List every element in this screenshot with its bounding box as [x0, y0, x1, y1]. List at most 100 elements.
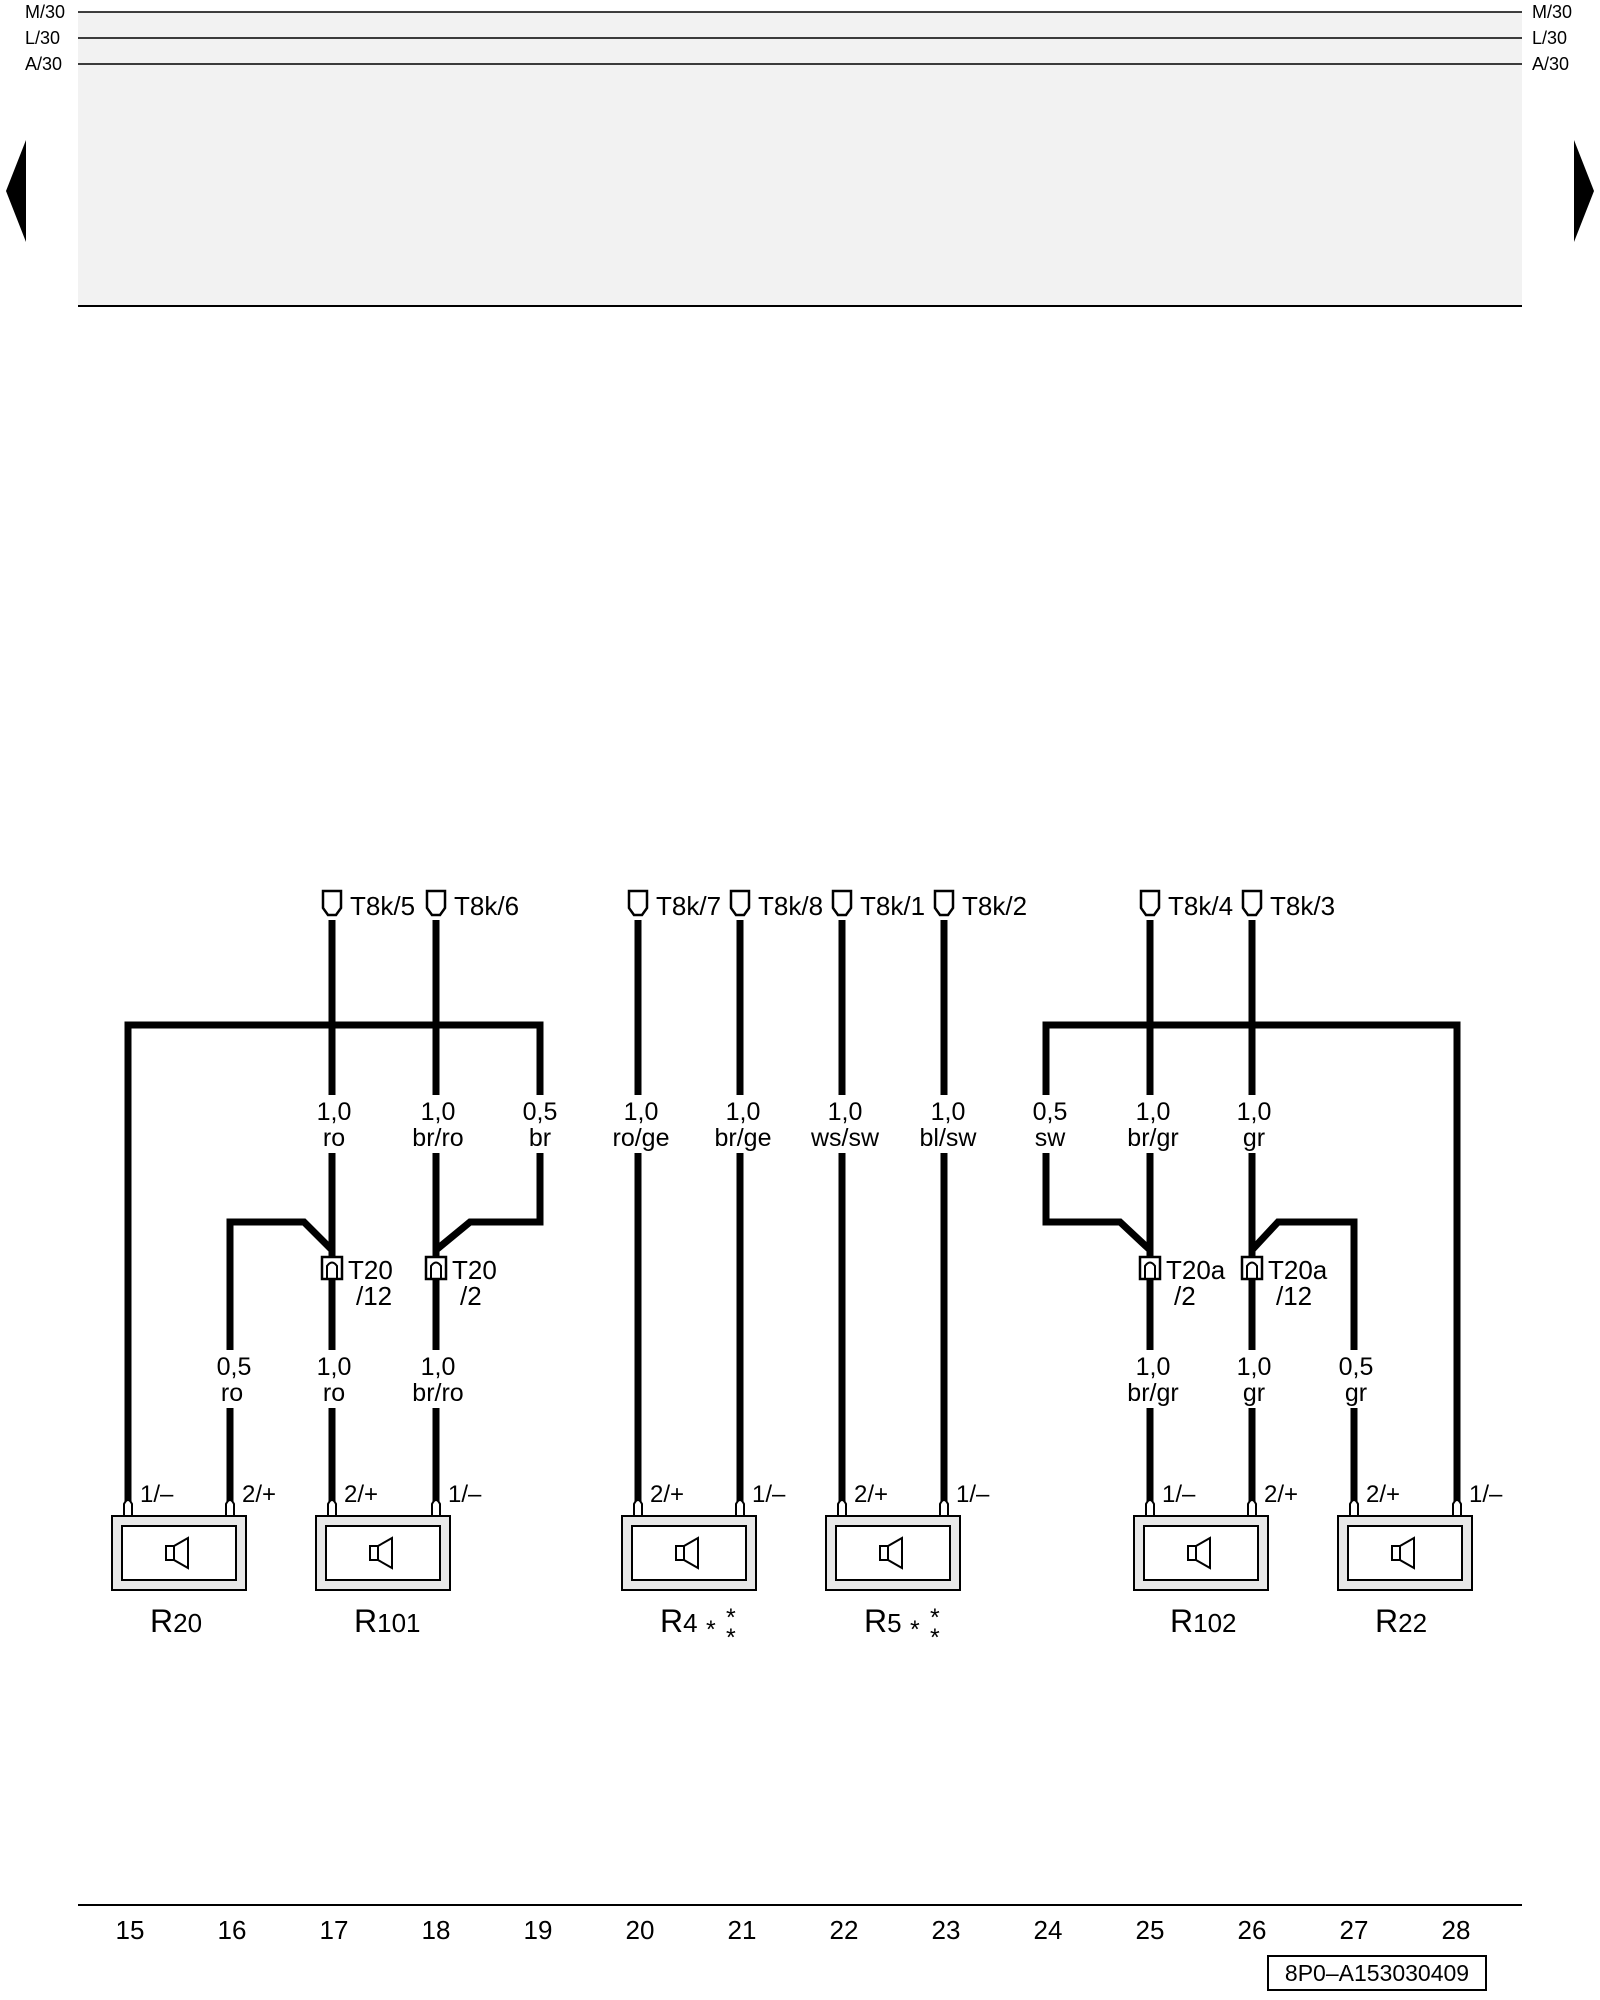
svg-text:*: * — [930, 1604, 940, 1632]
wire-label: 1,0br/gr — [1127, 1098, 1178, 1152]
connector-t20a-2: T20a /2 — [1138, 1255, 1226, 1311]
pin-terminal-icon — [939, 1499, 949, 1516]
pin-label: 1/– — [140, 1481, 174, 1508]
svg-text:bl/sw: bl/sw — [920, 1124, 978, 1152]
svg-text:gr: gr — [1345, 1379, 1367, 1407]
svg-text:*: * — [930, 1624, 940, 1652]
connector-t8k3: T8k/3 — [1241, 889, 1335, 921]
wire-label: 0,5sw — [1033, 1098, 1068, 1152]
svg-text:ro/ge: ro/ge — [613, 1124, 670, 1152]
connector-socket-icon — [933, 889, 955, 917]
component-label-r22: R22 — [1375, 1603, 1427, 1639]
pin-label: 2/+ — [1264, 1481, 1298, 1508]
column-number: 27 — [1340, 1915, 1369, 1945]
double-star-footnote: * * * — [910, 1604, 940, 1652]
pin-label: 2/+ — [854, 1481, 888, 1508]
label-backgrounds — [208, 1095, 1380, 1408]
svg-text:1,0: 1,0 — [317, 1098, 352, 1126]
svg-text:br/ro: br/ro — [412, 1124, 463, 1152]
pin-label: 2/+ — [344, 1481, 378, 1508]
bus-label-m30-right: M/30 — [1532, 2, 1572, 22]
svg-text:0,5: 0,5 — [1033, 1098, 1068, 1126]
column-number: 26 — [1238, 1915, 1267, 1945]
diagram-code: 8P0–A153030409 — [1285, 1960, 1469, 1986]
components — [111, 1515, 1473, 1591]
svg-text:br/gr: br/gr — [1127, 1124, 1178, 1152]
connector-sublabel: /12 — [1276, 1281, 1312, 1311]
upper-wire-labels: 1,0ro 1,0br/ro 0,5br 1,0ro/ge 1,0br/ge 1… — [317, 1098, 1272, 1152]
svg-text:0,5: 0,5 — [1339, 1353, 1374, 1381]
svg-text:1,0: 1,0 — [1237, 1098, 1272, 1126]
svg-text:br: br — [529, 1124, 551, 1152]
column-number: 18 — [422, 1915, 451, 1945]
speaker-r20 — [111, 1515, 247, 1591]
connector-label: T8k/8 — [758, 891, 823, 921]
pin-terminal-icon — [1247, 1499, 1257, 1516]
connector-t8k7: T8k/7 — [627, 889, 721, 921]
speaker-icon — [675, 1536, 699, 1570]
connector-socket-icon — [627, 889, 649, 917]
wire-label: 1,0ro — [317, 1098, 352, 1152]
speaker-icon — [1391, 1536, 1415, 1570]
svg-text:1,0: 1,0 — [1136, 1353, 1171, 1381]
connector-t8k8: T8k/8 — [729, 889, 823, 921]
connector-label: T20a — [1268, 1255, 1328, 1285]
mid-connectors: T20 /12 T20 /2 T20a /2 T20a /12 — [320, 1255, 1328, 1311]
component-label-r5: R5 — [864, 1603, 902, 1639]
wire-label: 1,0ro — [317, 1353, 352, 1407]
svg-text:1,0: 1,0 — [726, 1098, 761, 1126]
pin-terminal-icon — [123, 1499, 133, 1516]
svg-text:br/ro: br/ro — [412, 1379, 463, 1407]
pin-label: 2/+ — [242, 1481, 276, 1508]
speaker-r102 — [1133, 1515, 1269, 1591]
svg-text:1,0: 1,0 — [421, 1353, 456, 1381]
svg-text:ro: ro — [323, 1124, 345, 1152]
svg-text:1,0: 1,0 — [931, 1098, 966, 1126]
wire-label: 1,0gr — [1237, 1098, 1272, 1152]
pin-label: 1/– — [448, 1481, 482, 1508]
wire-label: 0,5br — [523, 1098, 558, 1152]
connector-label: T8k/3 — [1270, 891, 1335, 921]
connector-socket-icon — [729, 889, 751, 917]
svg-text:sw: sw — [1035, 1124, 1067, 1152]
next-page-arrow-icon[interactable] — [1574, 140, 1594, 242]
bus-area: M/30 L/30 A/30 M/30 L/30 A/30 — [6, 2, 1594, 307]
connector-label: T8k/6 — [454, 891, 519, 921]
pin-terminal-icon — [431, 1499, 441, 1516]
connector-sublabel: /2 — [460, 1281, 482, 1311]
column-number: 16 — [218, 1915, 247, 1945]
svg-text:1,0: 1,0 — [1237, 1353, 1272, 1381]
wires — [124, 920, 1461, 1502]
connector-socket-icon — [831, 889, 853, 917]
connector-label: T8k/1 — [860, 891, 925, 921]
connector-label: T8k/4 — [1168, 891, 1233, 921]
pin-labels: 1/– 2/+ 2/+ 1/– 2/+ 1/– 2/+ 1/– 1/– 2/+ … — [140, 1481, 1503, 1508]
column-number: 17 — [320, 1915, 349, 1945]
column-number: 21 — [728, 1915, 757, 1945]
connector-plug-icon — [1138, 1255, 1162, 1281]
connector-socket-icon — [1241, 889, 1263, 917]
connector-t8k2: T8k/2 — [933, 889, 1027, 921]
component-label-r102: R102 — [1170, 1603, 1237, 1639]
top-connectors: T8k/5 T8k/6 T8k/7 T8k/8 T8k/1 T8k/2 T8k/… — [321, 889, 1335, 921]
svg-text:*: * — [726, 1604, 736, 1632]
speaker-icon — [369, 1536, 393, 1570]
pin-label: 1/– — [1469, 1481, 1503, 1508]
svg-text:ro: ro — [221, 1379, 243, 1407]
column-number: 19 — [524, 1915, 553, 1945]
svg-text:ws/sw: ws/sw — [810, 1124, 880, 1152]
prev-page-arrow-icon[interactable] — [6, 140, 26, 242]
lower-wire-labels: 0,5ro 1,0ro 1,0br/ro 1,0br/gr 1,0gr 0,5g… — [217, 1353, 1374, 1407]
wire-label: 0,5ro — [217, 1353, 252, 1407]
svg-text:gr: gr — [1243, 1379, 1265, 1407]
svg-text:1,0: 1,0 — [828, 1098, 863, 1126]
svg-text:br/gr: br/gr — [1127, 1379, 1178, 1407]
speaker-icon — [879, 1536, 903, 1570]
pin-terminal-icon — [633, 1499, 643, 1516]
wire-label: 1,0ws/sw — [810, 1098, 880, 1152]
svg-text:1,0: 1,0 — [624, 1098, 659, 1126]
connector-t20-2: T20 /2 — [424, 1255, 497, 1311]
connector-socket-icon — [1139, 889, 1161, 917]
svg-text:*: * — [706, 1616, 716, 1644]
wire-label: 1,0bl/sw — [920, 1098, 978, 1152]
